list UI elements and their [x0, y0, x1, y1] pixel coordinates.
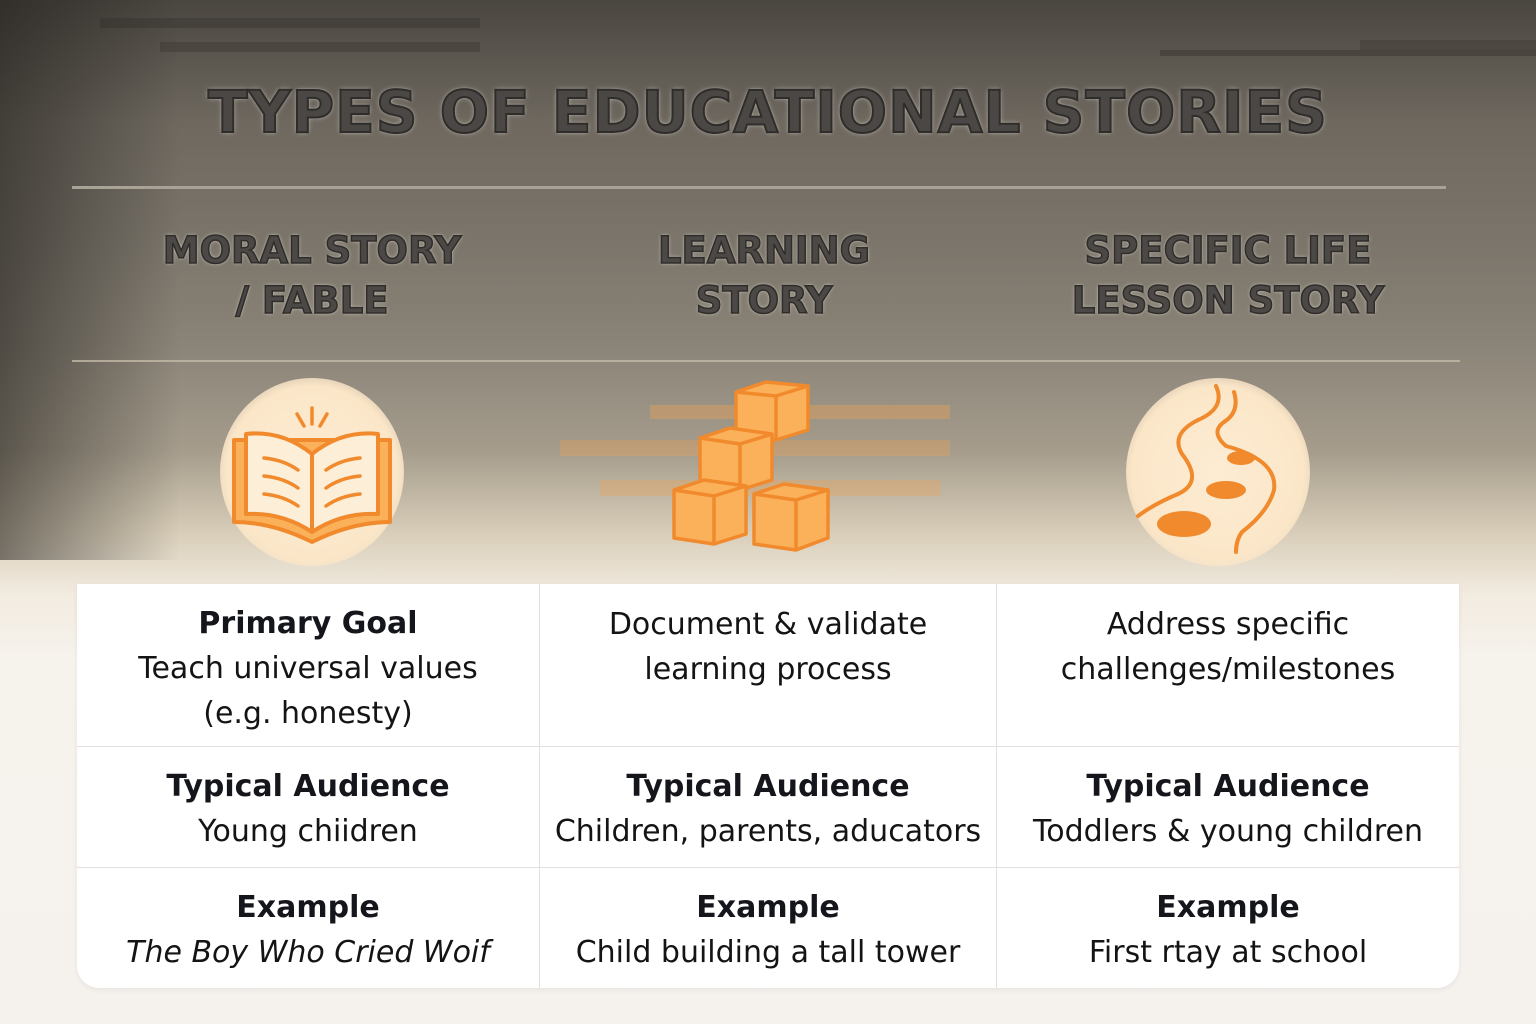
cell-value: Toddlers & young children — [1033, 814, 1423, 849]
row-label: Example — [236, 890, 380, 925]
row-label: Typical Audience — [626, 769, 910, 804]
table-cell-audience-learning: Typical Audience Children, parents, aduc… — [540, 747, 997, 868]
column-heading-life-lesson-story: SPECIFIC LIFE LESSON STORY — [998, 226, 1458, 326]
row-label: Primary Goal — [198, 606, 418, 641]
comparison-table: Primary Goal Teach universal values (e.g… — [77, 584, 1459, 988]
page-title: TYPES OF EDUCATIONAL STORIES — [207, 77, 1328, 147]
cell-value: Teach universal values — [138, 651, 478, 686]
cell-value: (e.g. honesty) — [203, 696, 413, 731]
cell-value: challenges/milestones — [1060, 652, 1396, 687]
cell-value: The Boy Who Cried Woif — [126, 935, 490, 970]
background-streak — [160, 42, 480, 52]
column-heading-line: MORAL STORY — [162, 228, 462, 273]
table-cell-audience-moral: Typical Audience Young chiidren — [77, 747, 540, 868]
icon-background-circle — [1126, 378, 1310, 566]
cell-value: First rtay at school — [1088, 935, 1368, 970]
cell-value: Document & validate — [608, 607, 928, 642]
row-label: Example — [1156, 890, 1300, 925]
column-heading-line: LESSON STORY — [1071, 278, 1385, 323]
row-label: Example — [696, 890, 840, 925]
table-cell-goal-life-lesson: Address specific challenges/milestones — [997, 584, 1459, 747]
table-cell-example-life-lesson: Example First rtay at school — [997, 868, 1459, 988]
cell-value: Child building a tall tower — [575, 935, 961, 970]
row-label: Typical Audience — [166, 769, 450, 804]
title-divider — [72, 186, 1446, 189]
table-cell-example-moral: Example The Boy Who Cried Woif — [77, 868, 540, 988]
cell-value: Address specific — [1106, 607, 1350, 642]
column-heading-line: STORY — [695, 278, 833, 323]
cell-value: Children, parents, aducators — [554, 814, 982, 849]
stacked-blocks-icon — [666, 372, 866, 572]
column-heading-line: / FABLE — [235, 278, 390, 323]
cell-value: Young chiidren — [198, 814, 418, 849]
winding-path-icon — [1118, 372, 1318, 572]
table-cell-goal-moral: Primary Goal Teach universal values (e.g… — [77, 584, 540, 747]
cell-value: learning process — [644, 652, 892, 687]
row-label: Typical Audience — [1086, 769, 1370, 804]
table-cell-audience-life-lesson: Typical Audience Toddlers & young childr… — [997, 747, 1459, 868]
table-cell-goal-learning: Document & validate learning process — [540, 584, 997, 747]
header-divider — [72, 360, 1460, 362]
column-heading-line: SPECIFIC LIFE — [1084, 228, 1372, 273]
column-heading-moral-story: MORAL STORY / FABLE — [82, 226, 542, 326]
column-heading-line: LEARNING — [657, 228, 871, 273]
background-streak — [1160, 50, 1536, 56]
background-streak — [1360, 40, 1536, 50]
table-cell-example-learning: Example Child building a tall tower — [540, 868, 997, 988]
background-streak — [100, 18, 480, 28]
open-book-icon — [212, 372, 412, 572]
column-heading-learning-story: LEARNING STORY — [534, 226, 994, 326]
